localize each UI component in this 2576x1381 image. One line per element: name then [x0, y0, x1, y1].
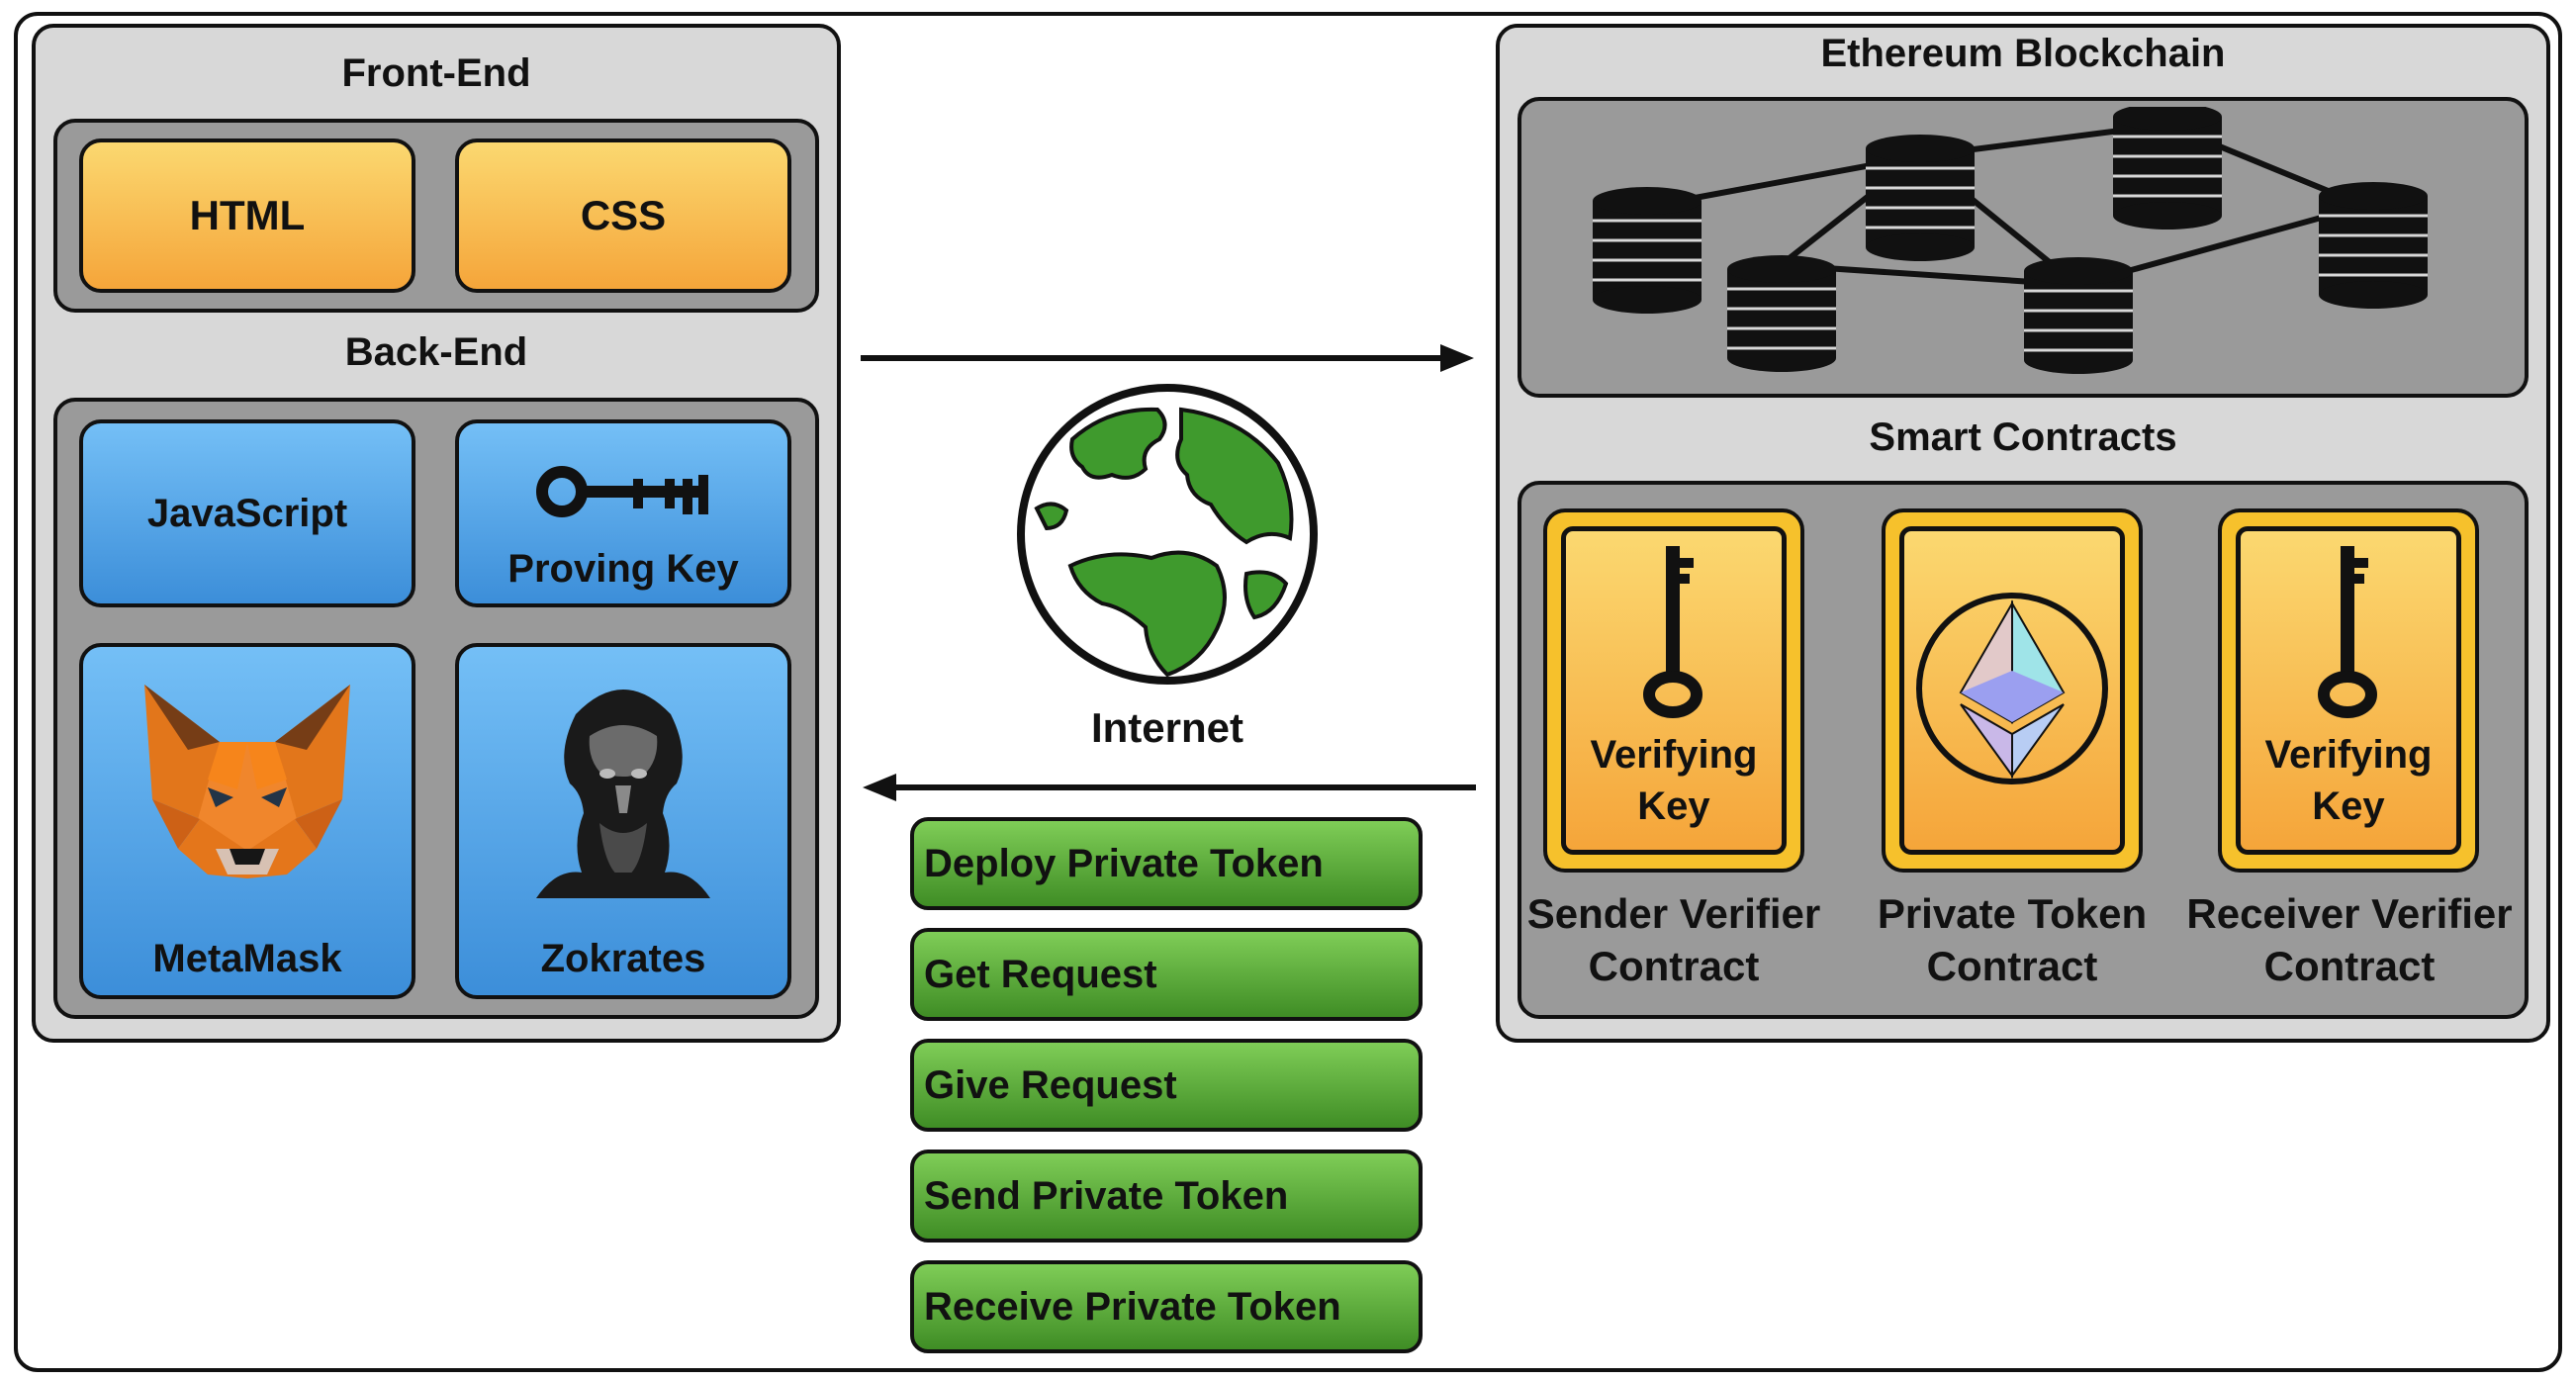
- blockchain-node-5: [1727, 255, 1836, 372]
- proving-key-label: Proving Key: [507, 547, 739, 591]
- metamask-tile: MetaMask: [79, 643, 415, 999]
- response-arrow: [863, 774, 1476, 801]
- html-label: HTML: [189, 192, 306, 238]
- send-private-token-button[interactable]: Send Private Token: [910, 1150, 1423, 1243]
- javascript-label: JavaScript: [146, 491, 348, 535]
- metamask-fox-icon: [144, 685, 350, 878]
- blockchain-title: Ethereum Blockchain: [1820, 32, 2226, 75]
- request-arrow: [861, 344, 1474, 372]
- html-tile: HTML: [79, 138, 415, 293]
- private-token-caption-line-1: Private Token: [1877, 890, 2148, 937]
- blockchain-node-2: [1866, 135, 1975, 261]
- give-request-button[interactable]: Give Request: [910, 1039, 1423, 1132]
- css-label: CSS: [580, 192, 667, 238]
- receiver-verifying-key-label-2: Key: [2312, 784, 2385, 828]
- private-token-caption-line-2: Contract: [1926, 942, 2098, 989]
- key-icon: [2318, 546, 2377, 718]
- send-private-token-label: Send Private Token: [924, 1173, 1289, 1218]
- blockchain-nodes: [1593, 107, 2428, 374]
- sender-verifier-caption-line-1: Sender Verifier: [1526, 890, 1821, 937]
- javascript-tile: JavaScript: [79, 419, 415, 607]
- private-token-card: [1899, 526, 2125, 855]
- backend-title: Back-End: [344, 330, 528, 374]
- receiver-verifying-key-label-1: Verifying: [2264, 733, 2433, 777]
- blockchain-node-6: [2024, 257, 2133, 374]
- deploy-private-token-button[interactable]: Deploy Private Token: [910, 817, 1423, 910]
- blockchain-node-3: [2113, 107, 2222, 230]
- blockchain-node-1: [1593, 187, 1702, 314]
- receiver-verifier-caption-line-2: Contract: [2263, 942, 2436, 989]
- internet-label: Internet: [1090, 704, 1243, 751]
- receiver-verifier-caption: Receiver Verifier Contract: [2176, 888, 2523, 992]
- smart-contracts-title: Smart Contracts: [1869, 415, 2177, 459]
- proving-key-icon: [536, 466, 708, 517]
- get-request-label: Get Request: [924, 952, 1157, 996]
- deploy-private-token-label: Deploy Private Token: [924, 841, 1324, 885]
- sender-verifier-caption: Sender Verifier Contract: [1514, 888, 1834, 992]
- css-tile: CSS: [455, 138, 791, 293]
- private-token-caption: Private Token Contract: [1842, 888, 2182, 992]
- frontend-title: Front-End: [341, 51, 531, 95]
- key-icon: [1643, 546, 1702, 718]
- blockchain-node-4: [2319, 182, 2428, 309]
- proving-key-tile: Proving Key: [455, 419, 791, 607]
- receive-private-token-button[interactable]: Receive Private Token: [910, 1260, 1423, 1353]
- globe-icon: [1017, 384, 1318, 685]
- get-request-button[interactable]: Get Request: [910, 928, 1423, 1021]
- receive-private-token-label: Receive Private Token: [924, 1284, 1341, 1329]
- sender-verifier-caption-line-2: Contract: [1588, 942, 1760, 989]
- receiver-verifier-caption-line-1: Receiver Verifier: [2186, 890, 2513, 937]
- zokrates-label: Zokrates: [540, 937, 706, 980]
- sender-verifying-key-label-1: Verifying: [1590, 733, 1758, 777]
- sender-verifying-key-label-2: Key: [1637, 784, 1710, 828]
- give-request-label: Give Request: [924, 1062, 1177, 1107]
- metamask-label: MetaMask: [152, 937, 342, 980]
- zokrates-bust-icon: [536, 690, 710, 898]
- ethereum-icon: [1916, 593, 2108, 784]
